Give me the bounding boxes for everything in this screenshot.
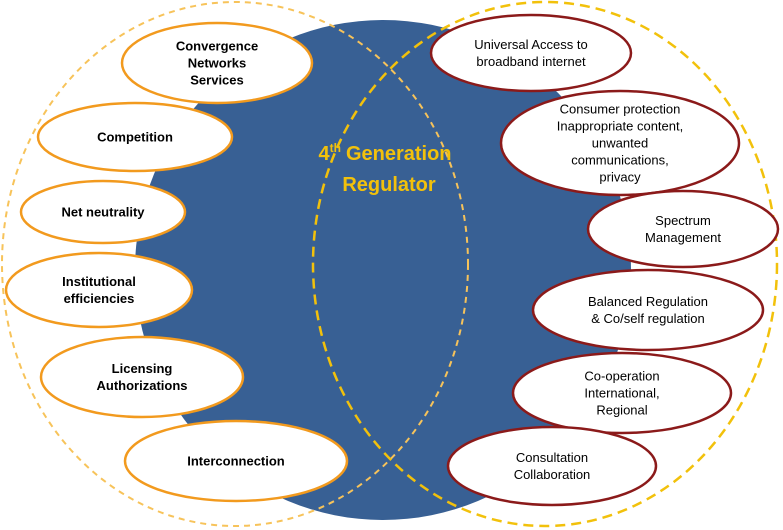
left-item-label-line: Competition (97, 130, 173, 145)
left-item-ellipse (19, 179, 187, 245)
left-item-label-line: Convergence (176, 39, 258, 54)
left-item-label-line: Net neutrality (61, 205, 145, 220)
left-item-4: Institutional efficiencies (4, 251, 194, 329)
right-items: Universal Access to broadband internetCon… (429, 13, 780, 507)
title-number: 4 (318, 143, 330, 165)
right-item-ellipse (446, 425, 658, 507)
right-item-label-line: & Co/self regulation (591, 311, 704, 326)
right-item-ellipse (511, 351, 733, 435)
left-items: ConvergenceNetworksServicesCompetitionNe… (4, 21, 349, 503)
right-item-ellipse (429, 13, 633, 93)
right-item-label-line: Collaboration (514, 467, 591, 482)
title-superscript: th (330, 141, 341, 155)
right-item-1: Universal Access to broadband internet (429, 13, 633, 93)
right-item-label-line: Balanced Regulation (588, 294, 708, 309)
right-dashed-ellipse (311, 0, 779, 528)
right-item-ellipse (499, 89, 741, 197)
right-item-label-line: Regional (596, 403, 647, 418)
right-item-4: Balanced Regulation & Co/self regulation (531, 268, 765, 352)
left-item-2: Competition (36, 101, 234, 173)
title-rest: Generation (346, 143, 452, 165)
left-item-label-line: efficiencies (64, 291, 135, 306)
right-item-label-line: broadband internet (476, 54, 586, 69)
right-item-ellipse (531, 268, 765, 352)
left-item-label-line: Networks (188, 56, 247, 71)
right-item-ellipse (586, 189, 780, 269)
right-item-label-line: Management (645, 230, 721, 245)
left-item-label-line: Authorizations (97, 378, 188, 393)
right-item-label-line: Co-operation (584, 369, 659, 384)
left-item-ellipse (123, 419, 349, 503)
left-item-ellipse (39, 335, 245, 419)
left-item-label-line: Licensing (112, 361, 173, 376)
left-item-6: Interconnection (123, 419, 349, 503)
left-item-label-line: Services (190, 73, 244, 88)
right-item-label-line: Inappropriate content, (557, 119, 683, 134)
title-line2: Regulator (342, 174, 436, 196)
left-item-ellipse (120, 21, 314, 105)
center-title-group: 4th Generation Regulator (318, 141, 451, 196)
left-item-ellipse (36, 101, 234, 173)
left-dashed-ellipse (1, 1, 469, 527)
left-item-ellipse (4, 251, 194, 329)
right-item-label-line: Universal Access to (474, 37, 587, 52)
right-item-label-line: International, (584, 386, 659, 401)
left-item-3: Net neutrality (19, 179, 187, 245)
right-item-label-line: communications, (571, 153, 669, 168)
right-item-label-line: Spectrum (655, 213, 711, 228)
left-item-label-line: Institutional (62, 274, 136, 289)
right-item-label-line: privacy (599, 170, 641, 185)
right-item-label-line: Consultation (516, 450, 588, 465)
right-item-label-line: unwanted (592, 136, 648, 151)
left-item-label-line: Interconnection (187, 454, 285, 469)
right-item-label-line: Consumer protection (560, 102, 681, 117)
